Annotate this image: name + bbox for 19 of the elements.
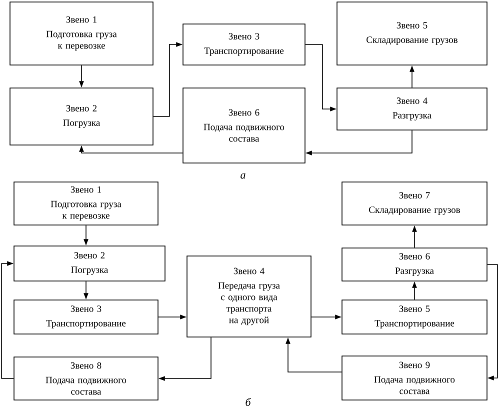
process-box: Звено 5 Транспортирование [342,300,488,334]
panel-label: а [240,173,246,179]
process-box: Звено 1 Подготовка груза к перевозке [10,2,154,66]
process-box: Звено 2 Погрузка [10,88,154,146]
process-box: Звено 6 Разгрузка [342,248,488,282]
process-box: Звено 9 Подача подвижного состава [342,356,488,400]
process-box: Звено 8 Подача подвижного состава [14,356,158,400]
process-box: Звено 6 Подача подвижного состава [182,88,306,164]
panel-label: б [246,398,252,406]
process-box: Звено 4 Передача груза с одного вида транспорта на другой [186,256,312,338]
process-box: Звено 5 Складирование грузов [336,2,488,66]
process-box: Звено 3 Транспортирование [182,24,306,66]
arrow [487,264,498,380]
process-box: Звено 3 Транспортирование [14,300,158,334]
process-box: Звено 2 Погрузка [14,246,166,282]
arrow [1,261,14,379]
process-box: Звено 4 Разгрузка [336,88,488,130]
process-box: Звено 7 Складирование грузов [342,182,488,226]
process-box: Звено 1 Подготовка груза к перевозке [14,182,158,226]
